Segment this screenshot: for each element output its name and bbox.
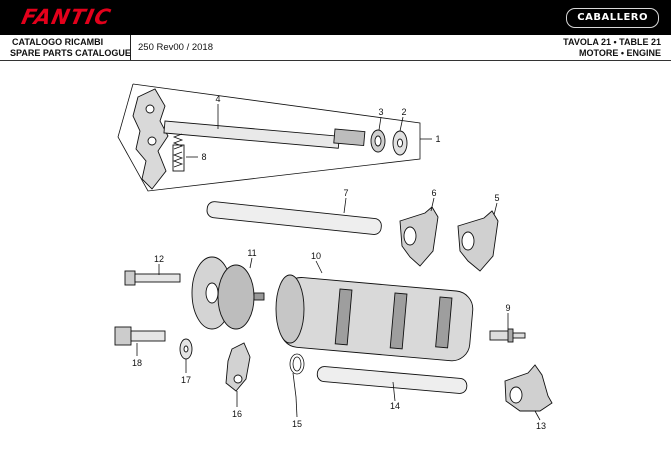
part-17-washer[interactable] (179, 338, 193, 360)
part-12-bolt[interactable] (124, 270, 181, 286)
callout-5: 5 (494, 193, 499, 203)
subheader: CATALOGO RICAMBI SPARE PARTS CATALOGUE 2… (0, 35, 671, 60)
part-5-shift-fork[interactable] (457, 210, 499, 272)
part-8-spring[interactable] (172, 133, 185, 172)
brand-logo: FANTIC (19, 5, 114, 29)
callout-7: 7 (343, 188, 348, 198)
callout-4: 4 (215, 94, 220, 104)
catalog-title-box: CATALOGO RICAMBI SPARE PARTS CATALOGUE (0, 35, 131, 60)
model-badge: CABALLERO (566, 8, 659, 28)
part-11-shift-cam[interactable] (191, 256, 265, 330)
callout-13: 13 (536, 421, 546, 431)
catalog-title-it: CATALOGO RICAMBI (12, 37, 104, 47)
callout-8: 8 (201, 152, 206, 162)
part-14-rod[interactable] (316, 366, 468, 394)
callout-2: 2 (401, 107, 406, 117)
callout-14: 14 (390, 401, 400, 411)
part-3-clip[interactable] (370, 129, 386, 153)
catalog-title-en: SPARE PARTS CATALOGUE (10, 48, 131, 58)
table-number: TAVOLA 21 • TABLE 21 (563, 37, 661, 47)
part-4-shift-shaft[interactable] (132, 88, 366, 190)
callout-18: 18 (132, 358, 142, 368)
callout-16: 16 (232, 409, 242, 419)
header-bar: FANTIC CABALLERO (0, 0, 671, 35)
part-10-shift-drum[interactable] (275, 274, 474, 362)
callout-3: 3 (378, 107, 383, 117)
callout-1: 1 (435, 134, 440, 144)
header-rule (0, 60, 671, 61)
part-15-spring[interactable] (289, 353, 305, 398)
leader-lines (136, 104, 541, 421)
callout-9: 9 (505, 303, 510, 313)
part-7-rod[interactable] (206, 201, 382, 235)
callout-15: 15 (292, 419, 302, 429)
part-18-bolt[interactable] (114, 326, 166, 346)
part-2-washer[interactable] (392, 130, 408, 156)
part-6-shift-fork[interactable] (399, 206, 439, 267)
callout-11: 11 (247, 248, 256, 258)
callout-12: 12 (154, 254, 164, 264)
callout-6: 6 (431, 188, 436, 198)
section-name: MOTORE • ENGINE (579, 48, 661, 58)
part-9-pin[interactable] (489, 328, 526, 343)
assembly-frame (117, 83, 421, 192)
callout-10: 10 (311, 251, 321, 261)
exploded-diagram: 4 3 2 1 8 7 6 5 12 11 10 9 18 17 16 15 1… (114, 83, 553, 431)
part-16-lever[interactable] (225, 342, 251, 392)
model-revision: 250 Rev00 / 2018 (138, 42, 214, 53)
callout-17: 17 (181, 375, 191, 385)
part-13-shift-fork[interactable] (504, 364, 553, 412)
